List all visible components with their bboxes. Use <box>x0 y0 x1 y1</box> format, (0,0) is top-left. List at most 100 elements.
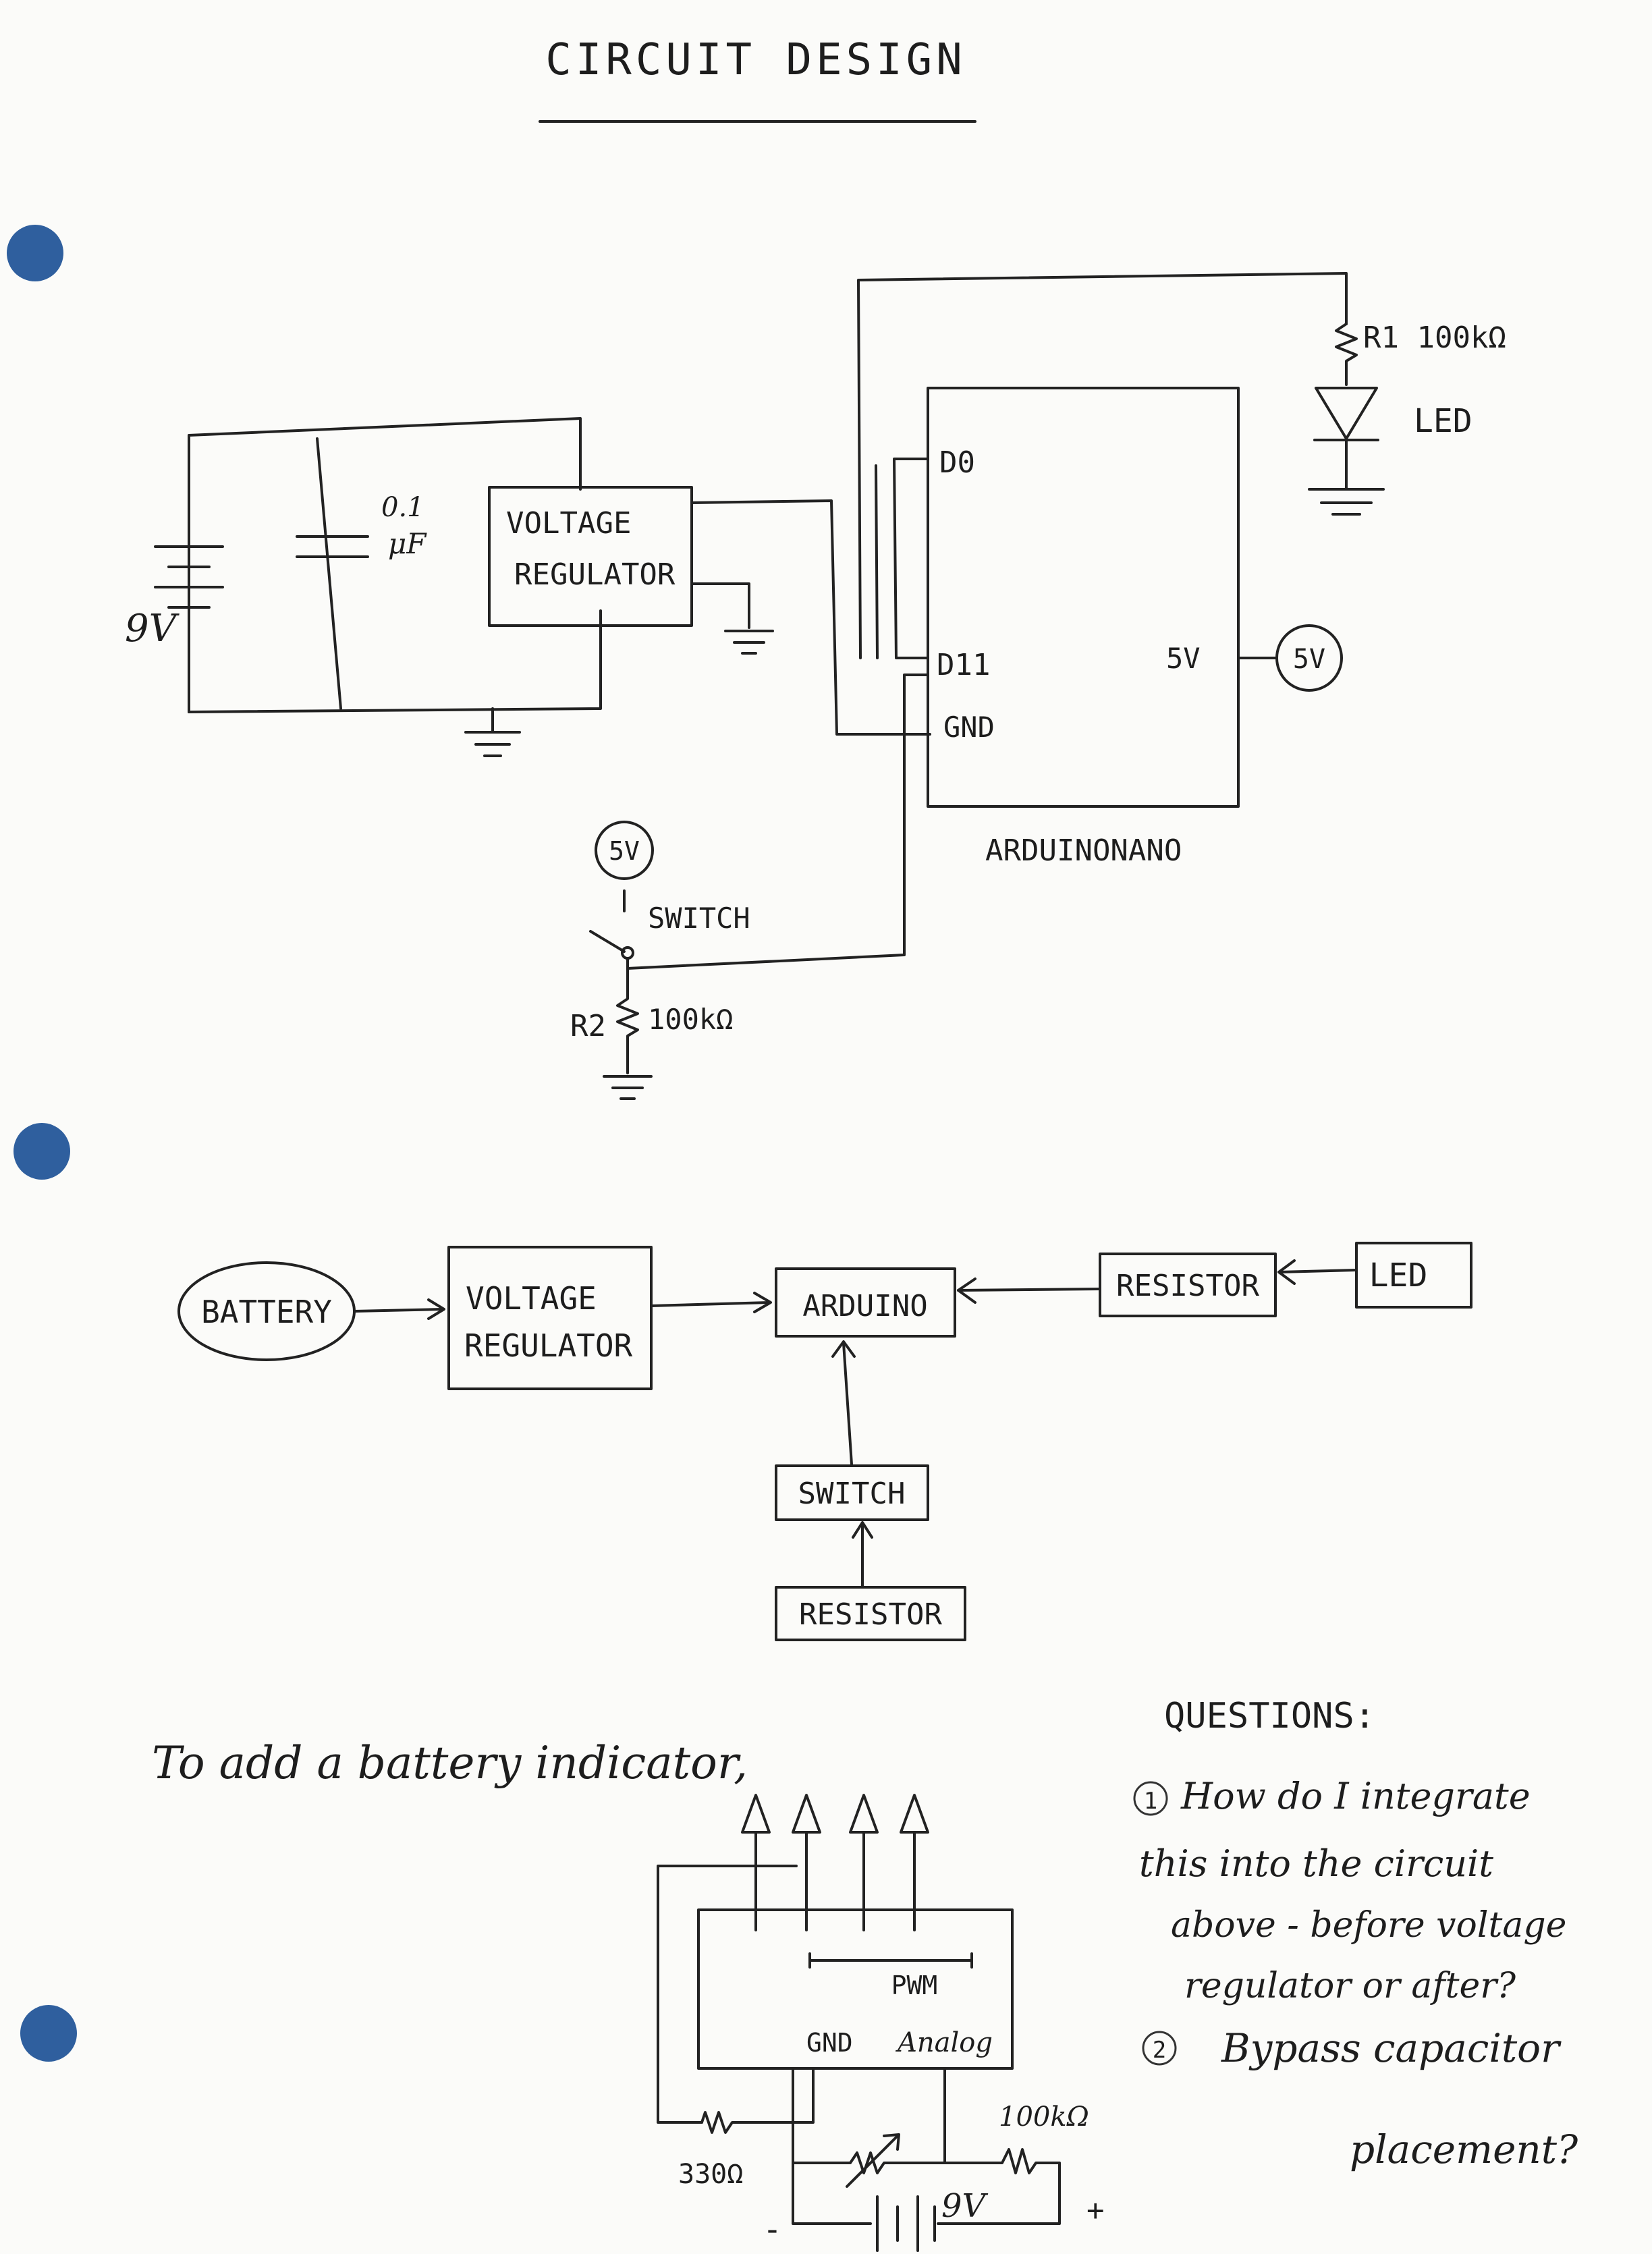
binder-hole-bottom <box>20 2005 77 2062</box>
block-voltage-regulator <box>447 1246 653 1390</box>
wire-regulator-ground <box>690 582 750 629</box>
arduino-pin-5v: 5V <box>1166 642 1201 675</box>
binder-holes <box>7 225 77 2062</box>
wire-bottom-rail <box>188 609 602 713</box>
resistor-100k-symbol <box>937 2148 1061 2225</box>
block-resistor-bottom-label: RESISTOR <box>799 1597 942 1632</box>
indicator-leds <box>741 1794 929 1931</box>
block-led <box>1355 1242 1472 1309</box>
question-2-line-1: Bypass capacitor <box>1221 2025 1562 2071</box>
supply-5v-circle-switch <box>595 821 654 880</box>
indicator-arduino-box <box>697 1908 1014 2070</box>
resistor-330-label: 330Ω <box>678 2159 743 2190</box>
pwm-label: PWM <box>891 1971 938 2000</box>
resistor-330-symbol <box>700 2067 815 2134</box>
questions: QUESTIONS: 1 How do I integrate this int… <box>1133 1696 1578 2172</box>
question-1-line-4: regulator or after? <box>1184 1966 1516 2006</box>
switch-label: SWITCH <box>648 902 750 935</box>
block-arduino-label: ARDUINO <box>802 1289 927 1323</box>
question-1-line-3: above - before voltage <box>1171 1905 1566 1946</box>
supply-5v-label-right: 5V <box>1293 644 1325 675</box>
supply-5v-circle-right <box>1275 624 1343 692</box>
question-1-line-2: this into the circuit <box>1139 1842 1493 1885</box>
block-battery-label: BATTERY <box>201 1294 332 1330</box>
question-2-number-circle <box>1142 2031 1177 2066</box>
arrow-battery-to-regulator <box>353 1308 443 1313</box>
potentiometer-symbol <box>792 2067 946 2174</box>
wire-top-to-r1 <box>857 272 1348 659</box>
indicator-battery-plus: + <box>1086 2193 1105 2228</box>
capacitor-unit: μF <box>388 527 427 560</box>
block-resistor-right <box>1099 1253 1277 1317</box>
block-arduino <box>775 1267 956 1338</box>
question-1-line-1: How do I integrate <box>1180 1775 1531 1817</box>
switch-contact <box>621 946 634 960</box>
led-label: LED <box>1414 402 1472 440</box>
ground-symbol-bottom <box>464 731 521 757</box>
arduino-pin-d0: D0 <box>939 445 975 480</box>
question-1-number-circle <box>1133 1781 1168 1816</box>
block-led-label: LED <box>1369 1257 1428 1294</box>
indicator-battery-minus: - <box>763 2211 782 2249</box>
ground-symbol-r2 <box>603 1075 653 1100</box>
arduino-pin-gnd: GND <box>943 711 995 744</box>
indicator-led-3 <box>849 1794 879 1931</box>
wire-cap-vertical <box>316 437 342 710</box>
switch-lever <box>589 930 626 953</box>
block-regulator-line2: REGULATOR <box>464 1327 633 1364</box>
ground-symbol-regulator <box>724 630 774 655</box>
indicator-led-2 <box>792 1794 821 1931</box>
binder-hole-middle <box>13 1123 70 1180</box>
question-1-number: 1 <box>1144 1788 1157 1815</box>
resistor-100k-label: 100kΩ <box>999 2101 1089 2133</box>
voltage-regulator-line1: VOLTAGE <box>506 506 631 541</box>
capacitor-symbol <box>296 535 369 558</box>
binder-hole-top <box>7 225 63 281</box>
voltage-regulator-box <box>488 486 693 627</box>
schematic: 9V 0.1 μF VOLTAGE REGULATOR D0 <box>125 272 1506 1100</box>
potentiometer-arrow <box>846 2135 899 2188</box>
block-switch-label: SWITCH <box>798 1477 906 1511</box>
battery-label: 9V <box>125 607 180 651</box>
indicator-gnd-label: GND <box>806 2028 853 2058</box>
question-2-line-2: placement? <box>1350 2126 1578 2172</box>
arduino-label: ARDUINONANO <box>985 833 1182 868</box>
wire-left-top <box>188 417 582 713</box>
resistor-r1-label: R1 100kΩ <box>1363 321 1506 355</box>
wire-led-common <box>657 1865 798 2124</box>
voltage-regulator-line2: REGULATOR <box>514 557 676 592</box>
question-2-number: 2 <box>1153 2037 1166 2064</box>
block-diagram: BATTERY VOLTAGE REGULATOR ARDUINO RESIST… <box>177 1242 1472 1641</box>
arrow-switch-to-arduino <box>842 1342 853 1466</box>
page-title: CIRCUIT DESIGN <box>545 35 966 85</box>
resistor-r2-symbol <box>616 967 639 1074</box>
block-regulator-line1: VOLTAGE <box>466 1280 597 1317</box>
wire-battery-left <box>792 2162 872 2225</box>
resistor-r2-label: R2 <box>570 1009 606 1043</box>
led-symbol <box>1308 387 1385 516</box>
wire-switch-to-d11 <box>626 674 929 970</box>
arrow-resistor-to-arduino <box>957 1288 1101 1292</box>
indicator-battery-label: 9V <box>941 2187 989 2225</box>
block-resistor-right-label: RESISTOR <box>1116 1269 1259 1303</box>
arrow-regulator-to-arduino <box>650 1301 771 1307</box>
block-switch <box>775 1464 929 1521</box>
resistor-r2-value: 100kΩ <box>648 1003 733 1036</box>
arrow-led-to-resistor <box>1277 1269 1358 1273</box>
battery-symbol <box>154 545 224 609</box>
indicator-battery-symbol <box>876 2195 936 2252</box>
arduino-pin-d11: D11 <box>937 648 990 682</box>
resistor-r1-symbol <box>1335 323 1358 386</box>
block-resistor-bottom <box>775 1586 966 1641</box>
wire-d0-loop <box>893 458 929 659</box>
wire-top-inner <box>875 464 879 659</box>
battery-indicator-heading: To add a battery indicator, <box>152 1737 748 1789</box>
indicator-analog-label: Analog <box>895 2027 993 2058</box>
questions-heading: QUESTIONS: <box>1164 1696 1375 1736</box>
arduino-nano-box <box>927 387 1240 808</box>
indicator-led-4 <box>900 1794 929 1931</box>
capacitor-value: 0.1 <box>381 492 424 523</box>
supply-5v-label-switch: 5V <box>609 836 640 866</box>
battery-indicator: To add a battery indicator, PWM GND Anal… <box>152 1737 1105 2252</box>
